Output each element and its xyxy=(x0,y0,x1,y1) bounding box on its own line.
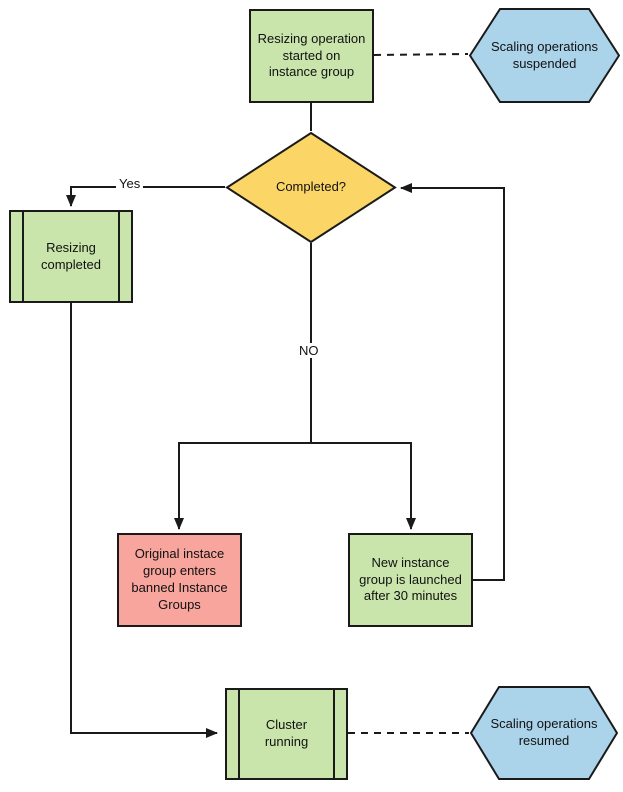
node-new-instance-process: New instance group is launched after 30 … xyxy=(348,533,473,627)
node-cluster-running-label: Cluster running xyxy=(264,717,309,749)
node-banned-instance-process: Original instace group enters banned Ins… xyxy=(117,533,242,627)
connector-decision-yes-to-resizing-completed xyxy=(66,186,225,207)
predefined-bar-right xyxy=(333,690,335,778)
connector-no-to-banned xyxy=(174,442,311,530)
connector-start-to-suspended xyxy=(373,53,469,56)
node-cluster-running-predefined: Cluster running xyxy=(225,688,348,780)
node-scaling-suspended-label: Scaling operations suspended xyxy=(491,38,598,71)
connector-resizing-completed-to-cluster xyxy=(70,303,218,738)
node-resizing-completed-label: Resizing completed xyxy=(41,239,101,272)
hexagon-shape xyxy=(469,8,620,103)
node-scaling-resumed-hexagon: Scaling operations resumed xyxy=(470,686,618,780)
node-scaling-suspended-hexagon: Scaling operations suspended xyxy=(469,8,620,103)
node-banned-instance-label: Original instace group enters banned Ins… xyxy=(131,546,228,612)
hexagon-shape xyxy=(470,686,618,780)
node-start-label: Resizing operation started on instance g… xyxy=(257,30,366,80)
predefined-bar-left xyxy=(238,690,240,778)
edge-label-yes: Yes xyxy=(116,176,144,191)
edge-label-no: NO xyxy=(296,343,322,358)
connector-new-instance-to-decision xyxy=(400,183,505,581)
node-resizing-completed-predefined: Resizing completed xyxy=(9,210,133,303)
node-scaling-resumed-label: Scaling operations resumed xyxy=(490,716,598,748)
node-start-process: Resizing operation started on instance g… xyxy=(249,9,374,103)
node-completed-decision: Completed? xyxy=(225,132,397,243)
diamond-shape xyxy=(225,132,397,243)
predefined-bar-right xyxy=(118,212,120,301)
connector-no-to-new-instance xyxy=(311,442,416,530)
predefined-bar-left xyxy=(22,212,24,301)
node-completed-label: Completed? xyxy=(275,179,347,195)
node-new-instance-label: New instance group is launched after 30 … xyxy=(359,554,462,604)
